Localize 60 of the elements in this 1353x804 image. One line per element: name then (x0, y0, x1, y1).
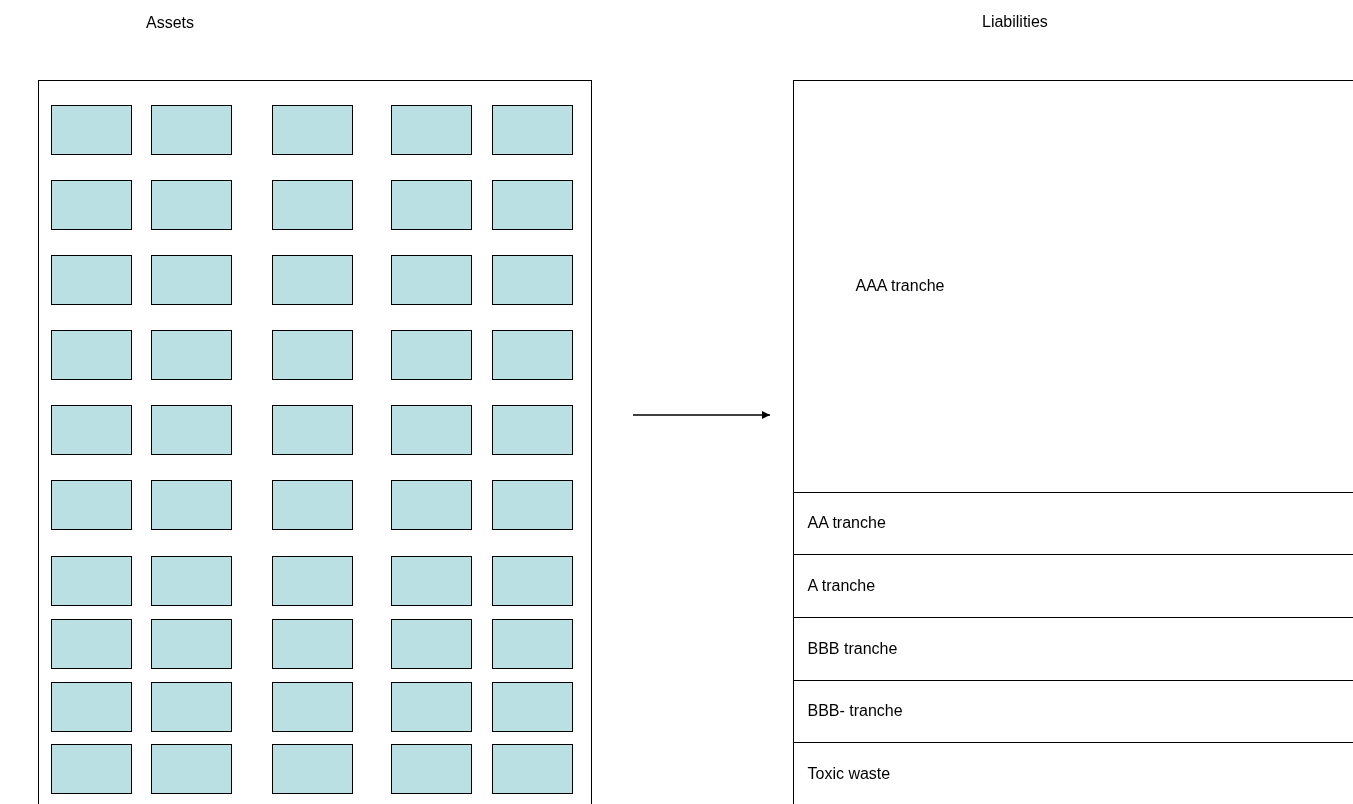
tranche-label: BBB- tranche (807, 702, 903, 720)
asset-box (51, 330, 132, 380)
asset-box (492, 180, 573, 230)
asset-box (492, 255, 573, 305)
asset-box (51, 180, 132, 230)
asset-box (151, 330, 232, 380)
asset-box (492, 744, 573, 794)
liabilities-panel (793, 80, 1353, 804)
asset-box (151, 405, 232, 455)
asset-box (391, 682, 472, 732)
asset-box (151, 180, 232, 230)
asset-box (272, 480, 353, 530)
asset-box (492, 105, 573, 155)
asset-box (272, 105, 353, 155)
arrow (632, 411, 771, 419)
asset-box (272, 619, 353, 669)
asset-box (391, 180, 472, 230)
asset-box (272, 330, 353, 380)
asset-box (492, 480, 573, 530)
asset-box (151, 744, 232, 794)
asset-box (391, 405, 472, 455)
asset-box (272, 405, 353, 455)
asset-box (51, 405, 132, 455)
asset-box (391, 330, 472, 380)
asset-box (51, 744, 132, 794)
asset-box (391, 556, 472, 606)
tranche-label: A tranche (807, 576, 876, 595)
asset-box (51, 556, 132, 606)
asset-box (391, 480, 472, 530)
asset-box (151, 682, 232, 732)
tranche-label: Toxic waste (807, 764, 891, 783)
asset-box (492, 556, 573, 606)
asset-box (272, 180, 353, 230)
asset-box (492, 405, 573, 455)
asset-box (151, 480, 232, 530)
tranche-label: AA tranche (807, 514, 886, 532)
tranche-label: BBB tranche (807, 639, 898, 658)
asset-box (391, 619, 472, 669)
asset-box (492, 682, 573, 732)
asset-box (492, 619, 573, 669)
asset-box (51, 255, 132, 305)
asset-box (391, 744, 472, 794)
asset-box (151, 619, 232, 669)
column-heading: Assets (146, 14, 194, 32)
asset-box (51, 480, 132, 530)
asset-box (391, 105, 472, 155)
asset-box (391, 255, 472, 305)
asset-box (151, 255, 232, 305)
asset-box (151, 105, 232, 155)
asset-box (272, 255, 353, 305)
asset-box (151, 556, 232, 606)
column-heading: Liabilities (982, 13, 1048, 31)
asset-box (51, 105, 132, 155)
asset-box (492, 330, 573, 380)
asset-box (272, 556, 353, 606)
asset-box (51, 619, 132, 669)
tranche-label: AAA tranche (855, 276, 945, 295)
asset-box (51, 682, 132, 732)
asset-box (272, 744, 353, 794)
asset-box (272, 682, 353, 732)
